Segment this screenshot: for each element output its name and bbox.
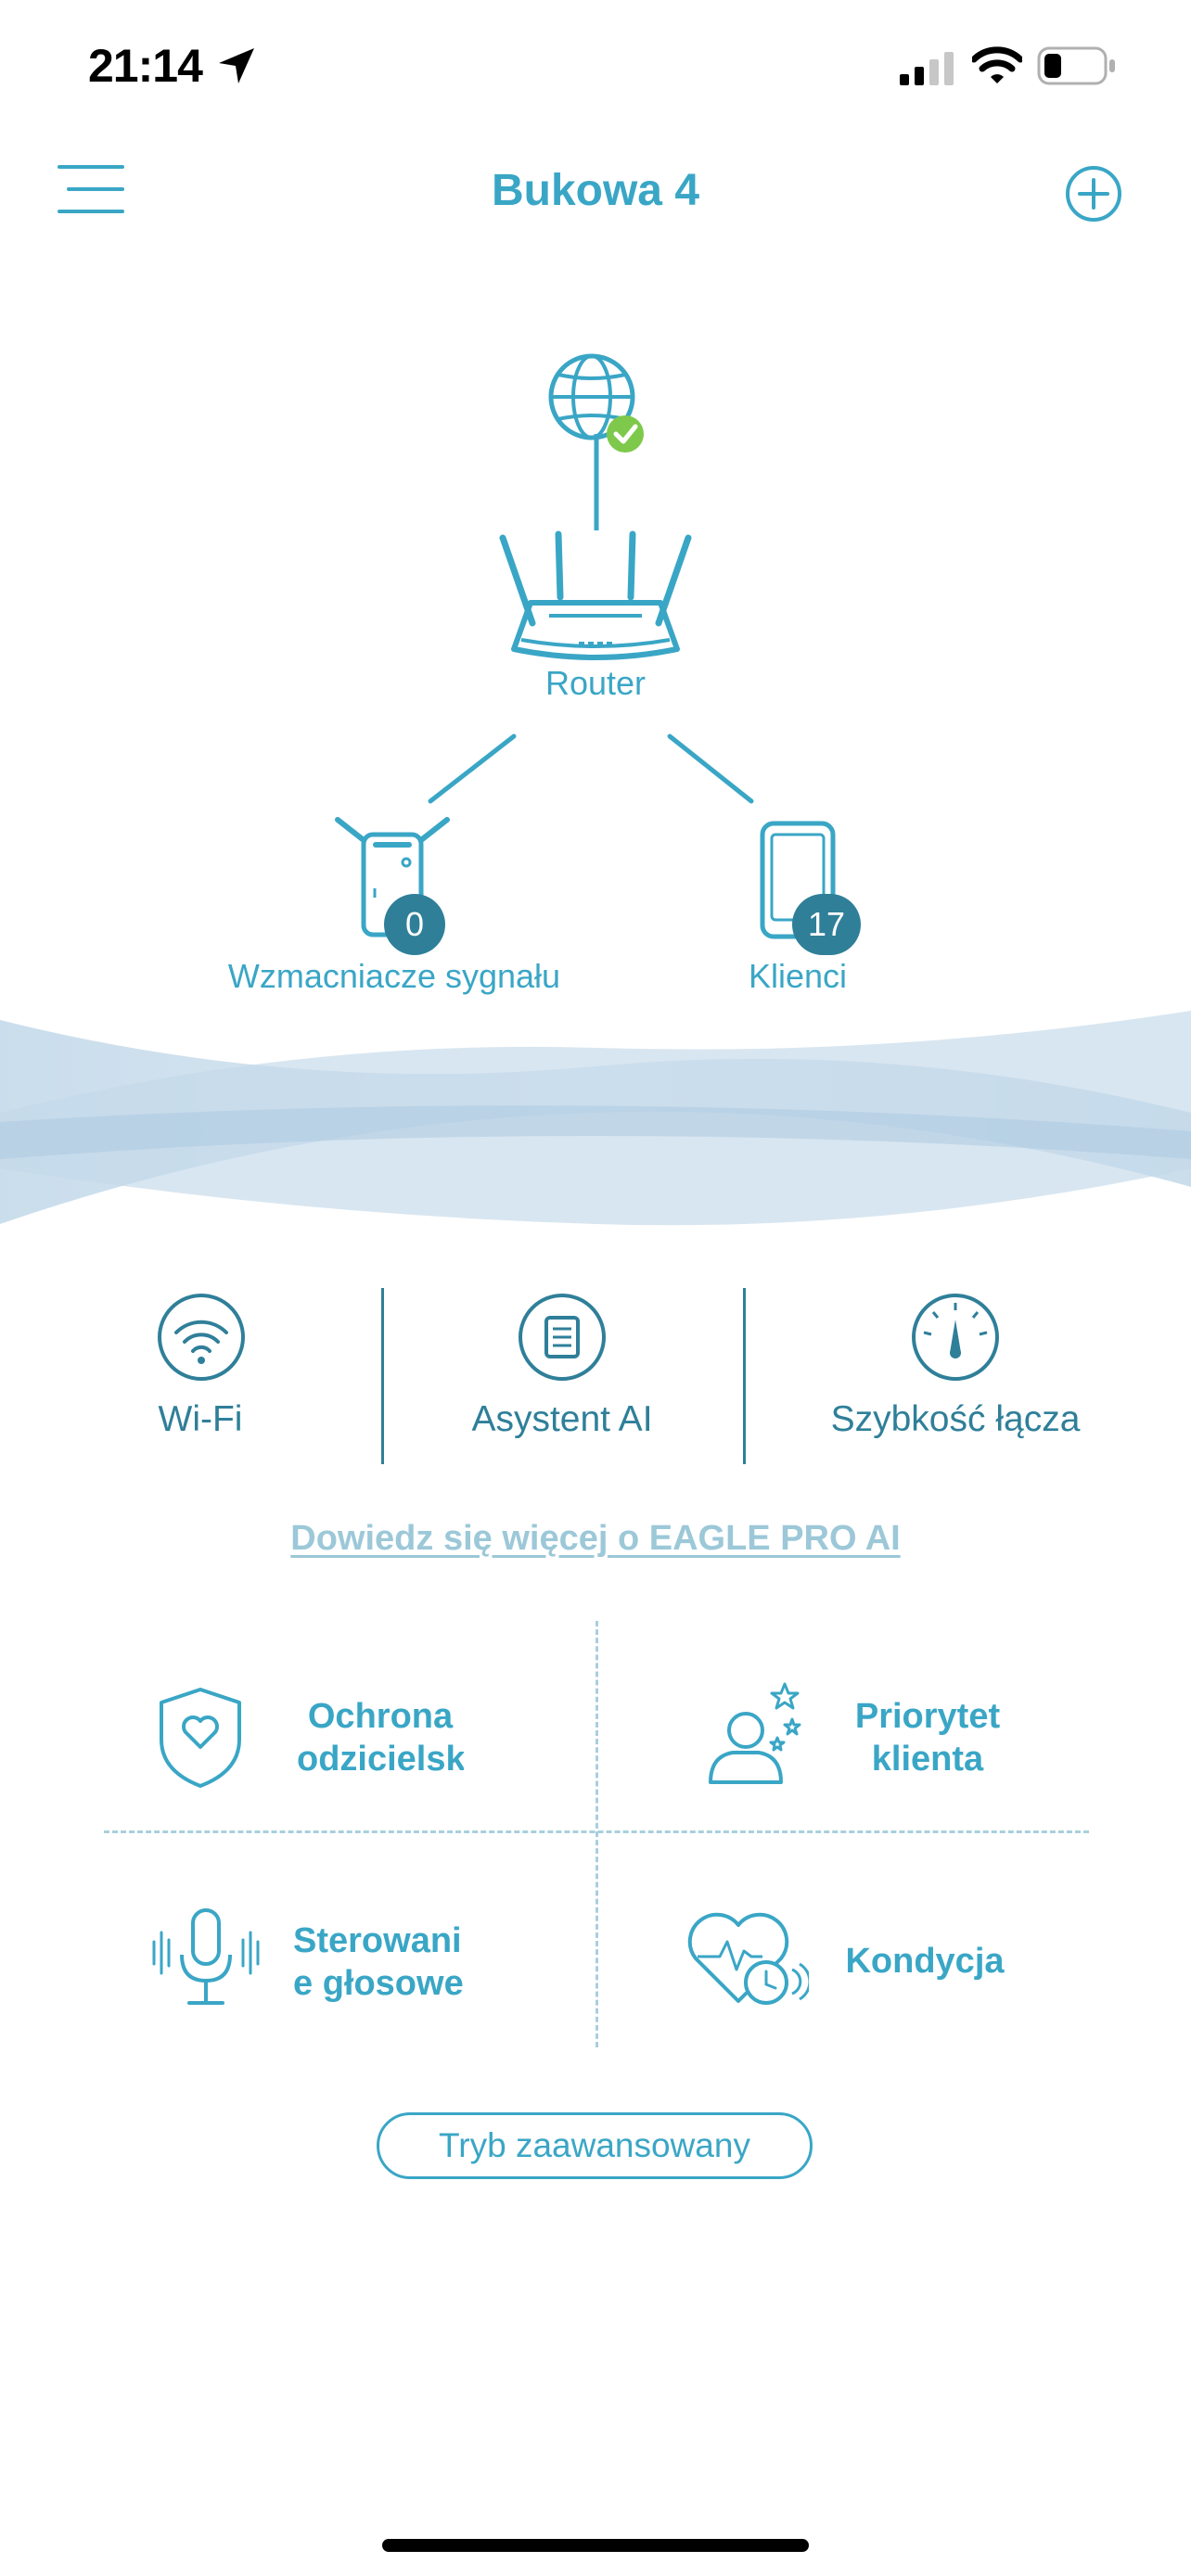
feature-row: Wi-Fi Asystent AI Szybkość łącza <box>0 1284 1191 1470</box>
tile-voice-control[interactable]: Sterowani e głosowe <box>139 1894 492 2033</box>
wifi-icon <box>158 1294 245 1381</box>
grid-divider-vertical <box>596 1621 598 2047</box>
tile-voice-label-2: e głosowe <box>293 1964 464 2003</box>
tile-priority-label-2: klienta <box>871 1740 984 1779</box>
learn-more-link[interactable]: Dowiedz się więcej o EAGLE PRO AI <box>290 1519 901 1558</box>
tile-parental-label-2: odzicielska <box>297 1740 464 1779</box>
tile-client-priority[interactable]: Priorytet klienta <box>686 1669 1057 1808</box>
tile-voice-label-1: Sterowani <box>293 1921 462 1960</box>
shield-heart-icon <box>160 1688 241 1788</box>
feature-divider <box>381 1288 384 1464</box>
tile-health-label: Kondycja <box>845 1942 1005 1981</box>
router-icon[interactable] <box>493 530 698 670</box>
feature-speed-label: Szybkość łącza <box>830 1399 1081 1439</box>
location-arrow-icon <box>219 48 254 83</box>
uplink-connector <box>594 434 599 530</box>
wave-decoration <box>0 1011 1191 1226</box>
add-icon[interactable] <box>1065 165 1122 223</box>
status-bar: 21:14 <box>0 0 1191 111</box>
wifi-status-icon <box>972 46 1022 83</box>
network-topology: Router 0 Wzmacniacze sygnału 17 Klienci <box>0 334 1191 1001</box>
feature-assistant-label: Asystent AI <box>471 1399 653 1439</box>
tiles-grid: Ochrona odzicielska Priorytet klienta St… <box>0 1613 1191 2059</box>
topology-links <box>428 733 754 804</box>
feature-speed[interactable]: Szybkość łącza <box>798 1284 1113 1451</box>
status-time: 21:14 <box>88 40 203 92</box>
tile-parental-label-1: Ochrona <box>307 1697 454 1736</box>
signal-icon <box>900 52 954 85</box>
feature-assistant[interactable]: Asystent AI <box>432 1284 692 1451</box>
assistant-icon <box>519 1294 606 1381</box>
heart-clock-icon <box>687 1912 809 2005</box>
feature-wifi-label: Wi-Fi <box>158 1399 243 1439</box>
menu-icon[interactable] <box>58 163 124 215</box>
tile-parental-control[interactable]: Ochrona odzicielska <box>139 1669 492 1808</box>
feature-divider <box>743 1288 746 1464</box>
tile-priority-label-1: Priorytet <box>854 1697 1001 1736</box>
grid-divider-horizontal <box>104 1830 1089 1833</box>
clients-count-badge: 17 <box>792 894 861 955</box>
home-indicator <box>382 2539 809 2552</box>
tile-health[interactable]: Kondycja <box>677 1894 1048 2033</box>
page-title: Bukowa 4 <box>491 166 700 215</box>
feature-wifi[interactable]: Wi-Fi <box>89 1284 312 1451</box>
extenders-count-badge: 0 <box>384 894 445 955</box>
extenders-label[interactable]: Wzmacniacze sygnału <box>227 957 561 995</box>
clients-label[interactable]: Klienci <box>748 957 848 995</box>
user-stars-icon <box>709 1682 801 1784</box>
advanced-mode-button[interactable]: Tryb zaawansowany <box>377 2112 813 2179</box>
microphone-icon <box>152 1908 260 2005</box>
internet-globe-icon[interactable] <box>542 347 653 458</box>
router-label: Router <box>544 664 647 702</box>
speedometer-icon <box>912 1294 999 1381</box>
battery-icon <box>1037 46 1115 85</box>
